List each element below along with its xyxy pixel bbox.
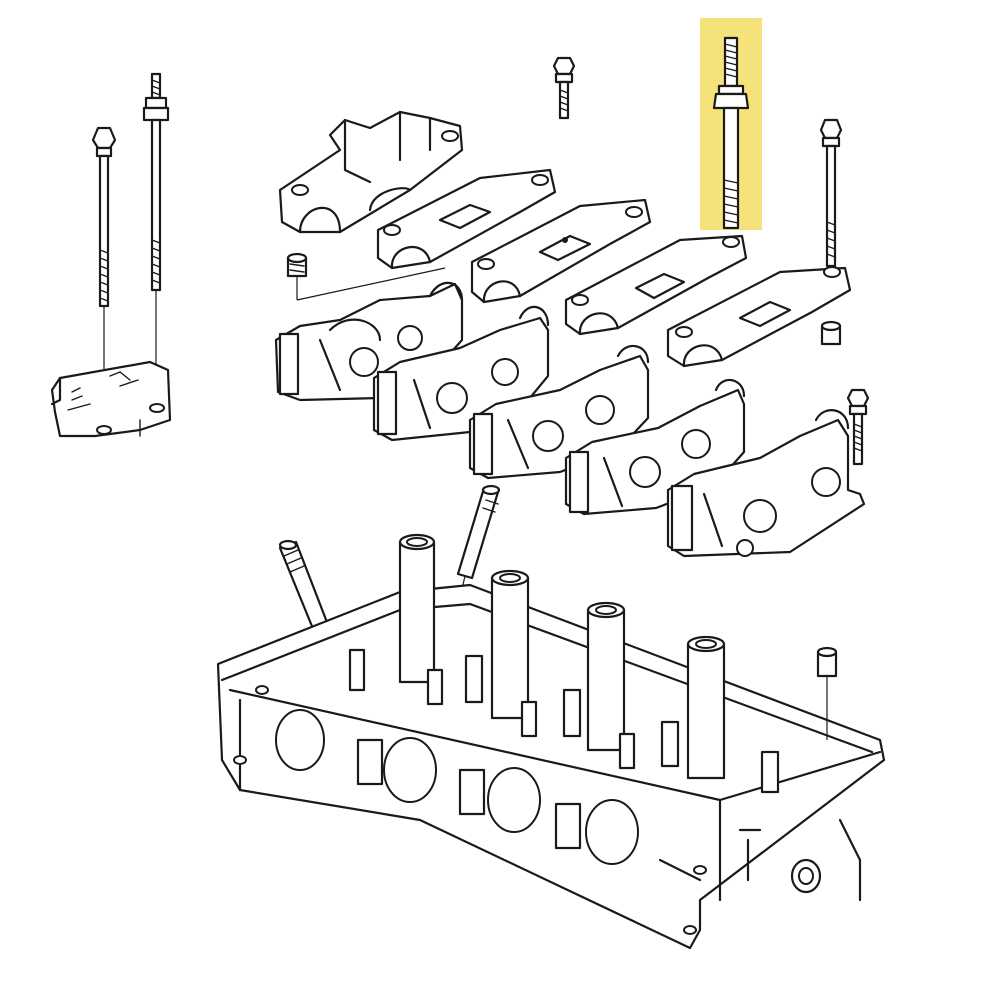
bearing-cap-4: [564, 234, 748, 336]
right-long-bolt: [819, 118, 843, 268]
gasket-plate: [50, 360, 172, 438]
dowel-right: [820, 320, 842, 346]
carrier-housing-5: [666, 409, 866, 558]
guide-pin-center: [456, 484, 501, 580]
valve-posts: [348, 648, 780, 794]
spark-plug-tube-4: [686, 635, 726, 780]
left-long-bolt: [91, 126, 117, 308]
bearing-cap-5: [666, 266, 852, 368]
spark-plug-tube-2: [490, 569, 530, 720]
dowel-left: [286, 252, 308, 278]
bearing-cap-2: [376, 168, 557, 270]
bearing-cap-1: [278, 110, 464, 234]
small-bolt-top: [552, 56, 576, 120]
left-long-stud: [142, 72, 170, 292]
spark-plug-tube-1: [398, 533, 436, 684]
cylinder-head: [216, 583, 886, 950]
highlighted-stud: [712, 36, 750, 230]
bearing-cap-3: [470, 198, 652, 304]
spark-plug-tube-3: [586, 601, 626, 752]
small-bolt-right: [846, 388, 870, 466]
dowel-head: [816, 646, 838, 678]
